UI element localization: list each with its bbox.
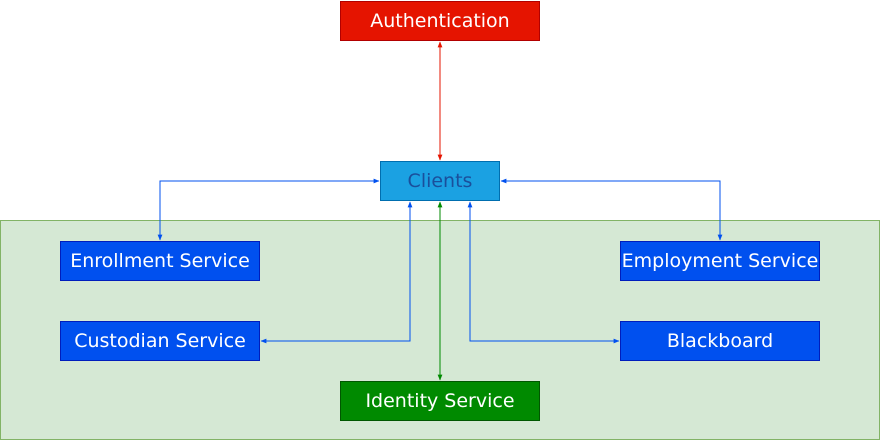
enrollment-service-label: Enrollment Service <box>70 250 250 272</box>
custodian-service-node[interactable]: Custodian Service <box>60 321 260 361</box>
employment-service-node[interactable]: Employment Service <box>620 241 820 281</box>
employment-service-label: Employment Service <box>621 250 819 272</box>
authentication-node[interactable]: Authentication <box>340 1 540 41</box>
link-clients-employment <box>500 178 723 241</box>
authentication-label: Authentication <box>370 10 510 32</box>
identity-service-label: Identity Service <box>365 390 515 412</box>
link-clients-blackboard <box>467 201 620 344</box>
enrollment-service-node[interactable]: Enrollment Service <box>60 241 260 281</box>
blackboard-label: Blackboard <box>666 330 774 352</box>
clients-node[interactable]: Clients <box>380 161 500 201</box>
clients-label: Clients <box>407 170 473 192</box>
blackboard-node[interactable]: Blackboard <box>620 321 820 361</box>
link-clients-custodian <box>260 201 413 344</box>
link-clients-enrollment <box>157 178 380 241</box>
identity-service-node[interactable]: Identity Service <box>340 381 540 421</box>
custodian-service-label: Custodian Service <box>74 330 246 352</box>
